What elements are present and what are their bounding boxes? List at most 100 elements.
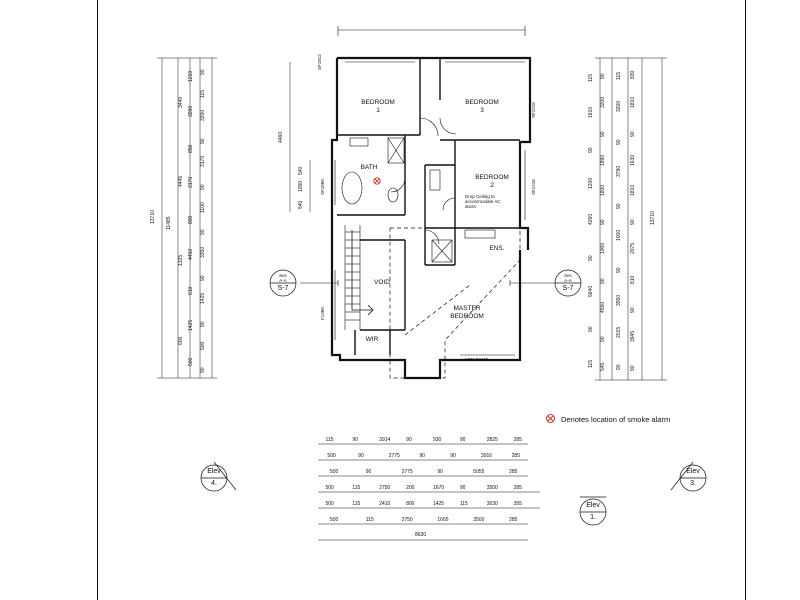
section-line-a-a <box>300 280 555 286</box>
dimension-value: 90 <box>588 326 594 333</box>
dimension-value: 3790 <box>616 165 622 177</box>
dimension-value: 500 <box>200 341 206 350</box>
elevation-1-label: Elev <box>586 502 600 509</box>
dimension-value: 3916 <box>480 453 493 459</box>
dimension-value: 200 <box>406 485 415 491</box>
dimension-value: 2750 <box>379 485 391 491</box>
dimension-value: 850 <box>188 144 194 153</box>
elevation-3-label: Elev <box>686 468 700 475</box>
ceiling-outline <box>389 227 521 379</box>
dimension-value: 1890 <box>600 155 606 167</box>
room-label-bath: BATH <box>360 164 378 171</box>
note-window-sf1812: SF1812 <box>317 54 322 70</box>
note-window-sf1216-a: SF1216 <box>531 102 536 118</box>
dimension-value: 500 <box>327 453 336 459</box>
dimension-value: 90 <box>630 131 636 138</box>
dimension-value: 4550 <box>600 301 606 313</box>
dimension-value: 2075 <box>630 243 636 255</box>
dimension-value: 90 <box>200 69 206 76</box>
dimension-value: 2775 <box>401 469 413 475</box>
dimension-value: 90 <box>450 453 456 459</box>
dimension-value: 500 <box>329 469 339 475</box>
dimension-value: 90 <box>630 365 636 372</box>
bath-fixtures <box>341 137 496 263</box>
staircase <box>344 225 374 330</box>
dimension-value: 90 <box>600 336 606 343</box>
smoke-alarm-legend: Denotes location of smoke alarm <box>546 414 670 424</box>
dimension-value: 1670 <box>432 485 445 491</box>
room-label-bedroom-3: BEDROOM 3 <box>465 99 499 114</box>
dimension-value: 3350 <box>200 247 206 259</box>
dimension-value: 610 <box>188 286 194 296</box>
dimension-value: 285 <box>511 453 520 459</box>
smoke-alarm-legend-text: Denotes location of smoke alarm <box>561 415 671 424</box>
dimension-value: 90 <box>406 437 412 443</box>
smoke-alarm-symbols <box>373 177 381 185</box>
dimension-value: 1210 <box>188 70 194 82</box>
dimension-value: 90 <box>419 453 426 459</box>
dimension-value: 90 <box>616 138 622 145</box>
dimension-value: 930 <box>432 437 442 443</box>
dimension-value: 285 <box>513 437 522 443</box>
dimension-value: 2825 <box>486 437 498 443</box>
note-drop-ceiling: Drop Ceiling to accommodate AC ducts <box>465 194 501 209</box>
note-window-sf1216-b: SF1216 <box>531 179 536 195</box>
dimension-value: 1050 <box>298 180 304 192</box>
dimension-value: 830 <box>630 70 636 79</box>
dimension-value: 3200 <box>616 101 622 113</box>
dimension-value: 90 <box>200 229 206 236</box>
sheet-border-left <box>97 0 98 600</box>
dimension-value: 355 <box>513 501 522 507</box>
dimension-value: 3030 <box>486 501 498 507</box>
dimension-value: 90 <box>352 437 358 443</box>
dimension-value: 800 <box>406 501 415 507</box>
dimension-value: 90 <box>200 138 206 144</box>
dimension-value: 3914 <box>379 437 391 443</box>
dimension-value: 90 <box>459 485 466 491</box>
dimension-value: 90 <box>200 367 206 373</box>
dimension-value: 1000 <box>616 229 622 242</box>
dimension-value: 115 <box>588 73 594 82</box>
dimension-value: 1425 <box>188 319 194 331</box>
dimension-value: 500 <box>325 485 334 491</box>
section-marker-right-sheet: S-7 <box>562 285 574 292</box>
dimension-value: 3550 <box>616 294 622 306</box>
dimension-value: 3500 <box>473 517 485 523</box>
dimension-value: 1100 <box>200 201 206 213</box>
dimension-value: 3200 <box>600 96 606 108</box>
dimension-value: 90 <box>600 131 606 138</box>
elevation-1-number: 1. <box>590 514 596 521</box>
dimension-value: 3170 <box>200 155 206 167</box>
dimension-value: 1665 <box>437 517 449 523</box>
dimension-value: 2750 <box>401 517 413 523</box>
dimension-value: 5640 <box>588 285 594 297</box>
dimension-value: 90 <box>616 267 622 274</box>
room-label-bedroom-1: BEDROOM 1 <box>361 99 395 114</box>
dimension-value: 90 <box>459 437 466 443</box>
dimension-value: 5055 <box>473 469 485 475</box>
dimension-value: 1800 <box>600 184 606 196</box>
dimension-value: 90 <box>200 184 206 190</box>
sheet-border-right <box>745 0 746 600</box>
dimension-value: 2775 <box>388 453 400 459</box>
doors <box>390 117 457 245</box>
dimension-value: 3945 <box>630 330 636 343</box>
dimension-value: 13710 <box>150 210 156 224</box>
dimension-value: 3200 <box>188 106 194 118</box>
dimension-value: 90 <box>588 255 594 261</box>
dimension-value: 115 <box>365 517 374 523</box>
dimension-value: 800 <box>188 215 194 224</box>
windows <box>334 61 526 356</box>
dimension-value: 90 <box>200 275 206 282</box>
dimension-value: 13710 <box>650 211 656 225</box>
dimension-value: 810 <box>630 275 636 284</box>
elevation-4-number: 4. <box>211 480 217 487</box>
dimension-value: 2410 <box>379 501 391 507</box>
dimension-value: 90 <box>437 469 443 475</box>
dimension-value: 500 <box>188 357 194 367</box>
section-marker-left-sheet: S-7 <box>277 285 289 292</box>
dimension-value: 3440 <box>178 96 184 108</box>
dimension-value: 1630 <box>630 155 636 167</box>
dimension-value: 115 <box>588 360 594 369</box>
